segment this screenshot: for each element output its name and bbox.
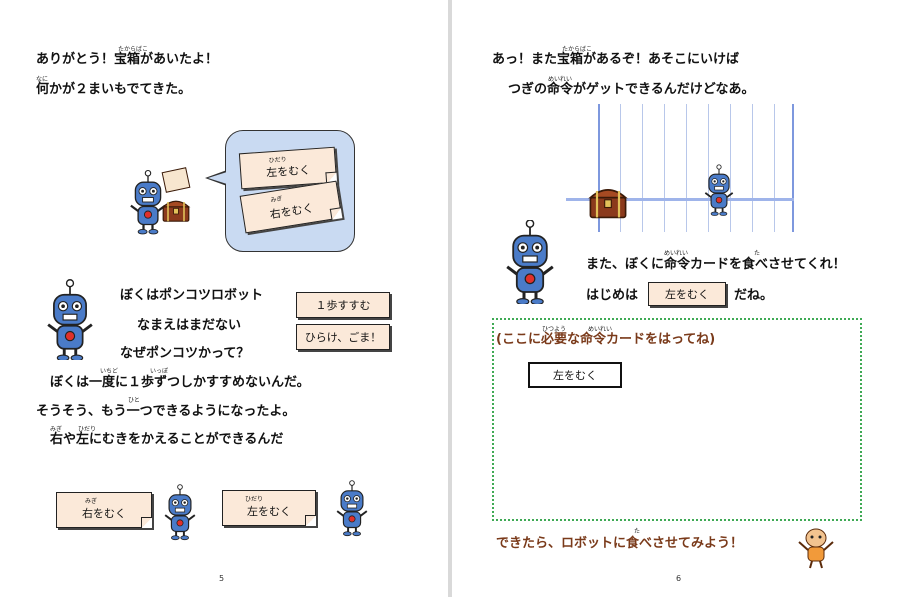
robot-with-chest-icon [129, 167, 191, 236]
line-dane: だね。 [734, 288, 774, 303]
line-thanks: ありがとう！宝箱があいたよ！ [36, 52, 219, 67]
page-number: 5 [219, 574, 225, 583]
ruby-meirei: めいれい [548, 76, 573, 83]
page-left: たからばこ ありがとう！宝箱があいたよ！ なに 何かが２まいもでてきた。 ひだり… [0, 0, 448, 597]
line-new-skill: そうそう、もう一つできるようになったよ。 [36, 404, 296, 419]
ruby-takarabako: たからばこ [118, 46, 149, 53]
ruby-ippo: いっぽ [150, 368, 169, 375]
card-label: 左をむく [247, 505, 291, 518]
line-no-name: なまえはまだない [137, 318, 242, 333]
box-heading: (ここに必要な命令カードをはってね) [496, 332, 716, 347]
ruby-ta: た [634, 528, 641, 535]
line-feed-me: また、ぼくに命令カードを食べさせてくれ！ [586, 257, 846, 272]
line-ponkotsu: ぼくはポンコツロボット [120, 288, 264, 303]
pasted-card: 左をむく [528, 362, 622, 388]
ruby-meirei: めいれい [588, 326, 613, 333]
page-right: たからばこ あっ！また宝箱があるぞ！あそこにいけば めいれい つぎの命令がゲット… [452, 0, 902, 597]
card-paste-area [492, 318, 862, 521]
robot-small-icon [164, 483, 196, 541]
line-two-cards: 何かが２まいもでてきた。 [36, 82, 192, 97]
ruby-ta: た [754, 250, 761, 257]
card-label: 右をむく [82, 507, 126, 520]
card-bottom-left: ひだり 左をむく [222, 490, 316, 526]
robot-on-map-icon [704, 163, 734, 217]
line-turn: 右や左にむきをかえることができるんだ [50, 432, 284, 447]
treasure-chest-icon [589, 188, 627, 219]
ruby-takarabako: たからばこ [562, 46, 593, 53]
map-grid [566, 104, 794, 232]
line-why: なぜポンコツかって？ [120, 346, 250, 361]
card-ruby: みぎ [85, 498, 98, 505]
ruby-hitsuyou: ひつよう [542, 326, 567, 333]
robot-side-icon [336, 479, 368, 537]
ruby-nani: なに [36, 76, 49, 83]
ruby-hidari: ひだり [78, 426, 97, 433]
robot-icon [505, 220, 555, 304]
ruby-hito: ひと [128, 397, 140, 404]
card-bottom-right: みぎ 右をむく [56, 492, 152, 528]
line-one-step: ぼくは一度に１歩ずつしかすすめないんだ。 [50, 375, 310, 390]
card-label: 左をむく [265, 163, 311, 180]
character-cheering-icon [798, 528, 834, 569]
ruby-migi: みぎ [50, 426, 63, 433]
card-ruby: ひだり [245, 496, 264, 503]
robot-icon [46, 278, 94, 360]
line-another-chest: あっ！また宝箱があるぞ！あそこにいけば [492, 52, 740, 67]
card-one-step: １歩すすむ [296, 292, 390, 318]
line-first: はじめは [586, 288, 639, 303]
ruby-ichido: いちど [100, 368, 119, 375]
line-next-command: つぎの命令がゲットできるんだけどなあ。 [508, 82, 755, 97]
footer-text: できたら、ロボットに食べさせてみよう！ [496, 536, 744, 551]
ruby-meirei: めいれい [664, 250, 689, 257]
card-ruby: みぎ [269, 195, 283, 205]
card-open-sesame: ひらけ、ごま！ [296, 324, 390, 350]
page-number: 6 [676, 574, 682, 583]
card-first-turn-left: 左をむく [648, 282, 726, 306]
